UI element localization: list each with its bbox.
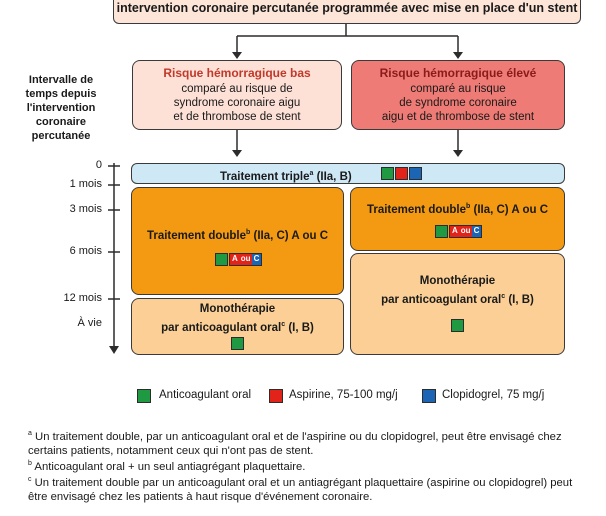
monotherapy-subtitle: par anticoagulant oralc (I, B)	[161, 317, 314, 336]
triple-label-class: (IIa, B)	[313, 170, 352, 183]
footnote-ref-b: b	[466, 202, 471, 210]
legend-clopidogrel-label: Clopidogrel, 75 mg/j	[442, 389, 545, 401]
low-bleeding-risk-box: Risque hémorragique bas comparé au risqu…	[132, 60, 342, 130]
clopidogrel-letter: C	[251, 254, 262, 265]
tick-label-0: 0	[95, 159, 102, 171]
footnote-b: b Anticoagulant oral + un seul antiagrég…	[28, 457, 588, 474]
footnote-ref-c: c	[281, 320, 286, 328]
double-label-class: (IIa, C) A ou C	[470, 203, 549, 216]
tick-label-6-months: 6 mois	[69, 245, 102, 257]
low-risk-title: Risque hémorragique bas	[163, 66, 311, 80]
double-label-main: Traitement double	[146, 229, 247, 242]
footnote-ref-c: c	[501, 293, 506, 301]
axis-title-line: coronaire	[35, 116, 87, 128]
tick-label-3-months: 3 mois	[69, 203, 102, 215]
monotherapy-class: (I, B)	[285, 321, 314, 334]
footnote-a-text: Un traitement double, par un anticoagula…	[28, 430, 562, 457]
monotherapy-title: Monothérapie	[419, 275, 496, 288]
anticoagulant-square	[435, 225, 448, 238]
legend-anticoagulant-swatch	[137, 389, 151, 403]
footnote-a-mark: a	[28, 430, 32, 437]
low-risk-line: et de thrombose de stent	[173, 111, 301, 123]
axis-title-line: Intervalle de	[28, 74, 94, 86]
monotherapy-class: (I, B)	[505, 293, 534, 306]
low-risk-line: comparé au risque de	[181, 83, 293, 95]
high-risk-line: de syndrome coronaire	[399, 97, 517, 109]
footnote-b-mark: b	[28, 460, 32, 467]
footnote-c: c Un traitement double par un anticoagul…	[28, 473, 588, 504]
legend-aspirin-swatch	[269, 389, 283, 403]
legend-aspirin-label: Aspirine, 75-100 mg/j	[289, 389, 398, 401]
high-risk-title: Risque hémorragique élevé	[379, 66, 537, 80]
axis-title-line: temps depuis	[25, 88, 97, 100]
triple-therapy-label: Traitement triplea (IIa, B)	[220, 166, 352, 185]
clopidogrel-letter: C	[471, 226, 482, 237]
double-therapy-label: Traitement doubleb (IIa, C) A ou C	[147, 225, 328, 244]
anticoagulant-square	[215, 253, 228, 266]
monotherapy-drug: par anticoagulant oral	[381, 293, 502, 306]
high-risk-line: aigu et de thrombose de stent	[381, 111, 535, 123]
or-word: ou	[459, 226, 472, 237]
or-word: ou	[239, 254, 252, 265]
time-axis-title: Intervalle de temps depuis l'interventio…	[8, 73, 114, 143]
procedure-header: intervention coronaire percutanée progra…	[113, 0, 581, 24]
procedure-title: intervention coronaire percutanée progra…	[116, 1, 578, 15]
footnote-c-mark: c	[28, 476, 32, 483]
aspirin-square	[395, 167, 408, 180]
tick-label-1-month: 1 mois	[69, 178, 102, 190]
axis-title-line: l'intervention	[26, 102, 96, 114]
triple-therapy-box	[131, 163, 565, 184]
double-therapy-high-risk-box: Traitement doubleb (IIa, C) A ou C	[350, 187, 565, 251]
high-bleeding-risk-box: Risque hémorragique élevé comparé au ris…	[351, 60, 565, 130]
aspirin-letter: A	[230, 254, 240, 265]
monotherapy-title: Monothérapie	[199, 302, 276, 315]
anticoagulant-square	[231, 337, 244, 350]
low-risk-line: syndrome coronaire aigu	[173, 97, 301, 109]
tick-label-lifetime: À vie	[77, 317, 102, 329]
tick-label-12-months: 12 mois	[63, 292, 102, 304]
triple-label-main: Traitement triple	[220, 170, 310, 183]
anticoagulant-square	[381, 167, 394, 180]
legend-clopidogrel-swatch	[422, 389, 436, 403]
footnote-c-text: Un traitement double par un anticoagulan…	[28, 476, 573, 503]
clopidogrel-square	[409, 167, 422, 180]
double-therapy-low-risk-box: Traitement doubleb (IIa, C) A ou C	[131, 187, 344, 295]
monotherapy-drug: par anticoagulant oral	[161, 321, 282, 334]
double-label-class: (IIa, C) A ou C	[250, 229, 329, 242]
footnote-ref-a: a	[309, 170, 314, 177]
double-therapy-label: Traitement doubleb (IIa, C) A ou C	[367, 199, 548, 218]
footnote-b-text: Anticoagulant oral + un seul antiagrégan…	[31, 460, 306, 473]
legend-anticoagulant-label: Anticoagulant oral	[159, 389, 252, 401]
monotherapy-high-risk-box: Monothérapie par anticoagulant oralc (I,…	[350, 253, 565, 355]
footnote-a: a Un traitement double, par un anticoagu…	[28, 427, 588, 458]
monotherapy-subtitle: par anticoagulant oralc (I, B)	[381, 289, 534, 308]
aspirin-letter: A	[450, 226, 460, 237]
anticoagulant-square	[451, 319, 464, 332]
high-risk-line: comparé au risque	[410, 83, 506, 95]
footnote-ref-b: b	[246, 228, 251, 236]
double-label-main: Traitement double	[366, 203, 467, 216]
axis-title-line: percutanée	[31, 130, 91, 142]
